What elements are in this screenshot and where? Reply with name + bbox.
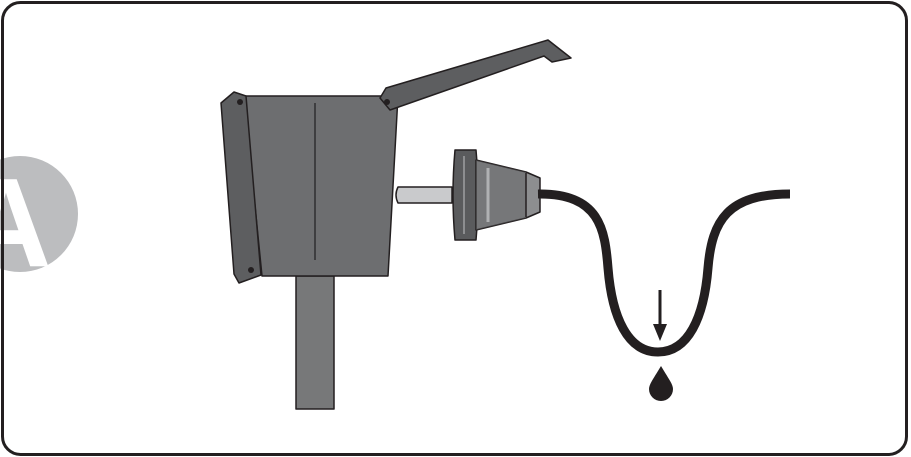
socket-lid-hinge [384, 99, 390, 105]
water-drop-icon [649, 366, 673, 401]
drip-loop-cable-icon [537, 189, 791, 357]
socket-open-lid [379, 39, 572, 111]
socket-cover-hinge-top [237, 99, 243, 105]
step-badge: A [0, 152, 78, 293]
plug-body-shade [476, 160, 526, 230]
plug-flange [452, 149, 479, 241]
plug-icon [395, 149, 541, 241]
outdoor-socket-icon [220, 39, 572, 410]
step-badge-letter: A [0, 152, 52, 293]
arrow-head [653, 324, 667, 341]
socket-housing [243, 95, 399, 277]
socket-cover-hinge-bottom [248, 267, 254, 273]
plug-body [475, 159, 541, 231]
arrow-down-icon [653, 290, 667, 341]
step-badge-circle [0, 156, 78, 272]
socket-front-cover [220, 91, 262, 284]
plug-pin [395, 186, 453, 204]
socket-mounting-post [295, 275, 335, 410]
